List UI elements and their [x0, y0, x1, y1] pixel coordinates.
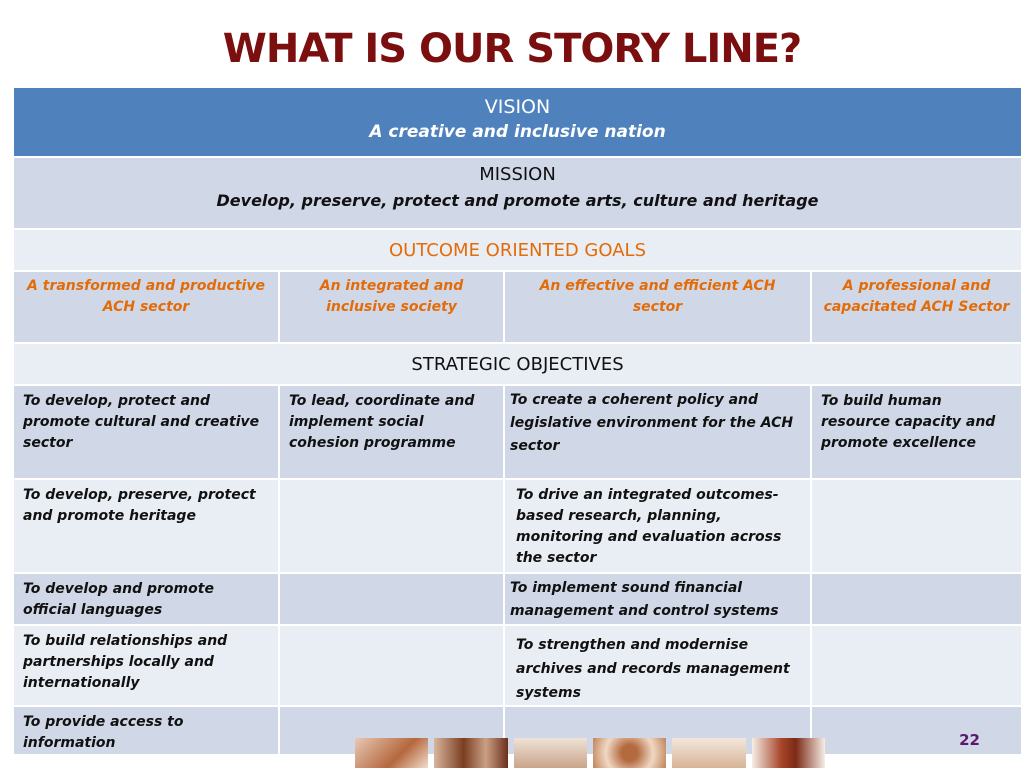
table-row: To build relationships and partnerships … [12, 624, 1024, 707]
objective-text: To develop, preserve, protect and promot… [23, 487, 256, 524]
objective-text: To strengthen and modernise archives and… [516, 637, 790, 701]
mission-heading: MISSION [479, 164, 556, 185]
photo-hands-icon [355, 738, 429, 768]
objective-text: To develop, protect and promote cultural… [23, 393, 260, 451]
goal-text: An effective and efficient ACH sector [539, 278, 776, 315]
objective-text [812, 574, 1021, 579]
objective-text [505, 707, 810, 712]
objective-cell: To develop, protect and promote cultural… [12, 384, 280, 480]
goals-heading: OUTCOME ORIENTED GOALS [11, 228, 1024, 272]
photo-fabric-icon [513, 738, 587, 768]
objective-text [812, 626, 1021, 631]
objective-cell: To develop, preserve, protect and promot… [12, 478, 280, 574]
objective-text [812, 480, 1021, 485]
goal-cell: A professional and capacitated ACH Secto… [809, 270, 1024, 344]
strategic-objectives-heading: STRATEGIC OBJECTIVES [11, 342, 1024, 386]
objective-text: To drive an integrated outcomes-based re… [516, 487, 782, 566]
page-number: 22 [959, 731, 980, 749]
table-row: To develop, protect and promote cultural… [12, 384, 1024, 480]
photo-pottery-icon [672, 738, 746, 768]
objective-text: To create a coherent policy and legislat… [510, 392, 794, 454]
objective-text: To develop and promote official language… [23, 581, 214, 618]
vision-cell: VISION A creative and inclusive nation [11, 86, 1024, 158]
goal-cell: An effective and efficient ACH sector [503, 270, 812, 344]
objective-text: To lead, coordinate and implement social… [289, 393, 475, 451]
table-row: To develop and promote official language… [12, 572, 1024, 626]
photo-beadwork-icon [592, 738, 667, 768]
objective-cell: To strengthen and modernise archives and… [503, 624, 812, 707]
objective-cell: To build relationships and partnerships … [12, 624, 280, 707]
mission-cell: MISSION Develop, preserve, protect and p… [11, 156, 1024, 230]
objective-text [812, 707, 1021, 712]
table-row: To develop, preserve, protect and promot… [12, 478, 1024, 574]
goal-cell: A transformed and productive ACH sector [12, 270, 280, 344]
objective-cell [809, 705, 1024, 756]
goal-cell: An integrated and inclusive society [278, 270, 505, 344]
footer-photo-strip [355, 738, 825, 768]
objective-cell: To implement sound financial management … [503, 572, 812, 626]
objective-cell: To develop and promote official language… [12, 572, 280, 626]
objective-cell [278, 478, 505, 574]
page-title: WHAT IS OUR STORY LINE? [222, 26, 802, 72]
goal-text: An integrated and inclusive society [319, 278, 464, 315]
goal-text: A transformed and productive ACH sector [27, 278, 265, 315]
objective-cell [809, 478, 1024, 574]
objective-cell: To create a coherent policy and legislat… [503, 384, 812, 480]
objective-text: To build relationships and partnerships … [23, 633, 228, 691]
vision-text: A creative and inclusive nation [369, 122, 666, 142]
objective-text [280, 707, 503, 712]
objective-cell: To lead, coordinate and implement social… [278, 384, 505, 480]
objective-text [280, 480, 503, 485]
vision-heading: VISION [484, 96, 551, 118]
goal-text: A professional and capacitated ACH Secto… [823, 278, 1010, 315]
story-line-table: VISION A creative and inclusive nation M… [11, 86, 1024, 756]
objective-cell: To build human resource capacity and pro… [809, 384, 1024, 480]
objective-text [280, 574, 503, 579]
objective-cell [278, 624, 505, 707]
objective-text: To build human resource capacity and pro… [821, 393, 996, 451]
objective-cell [809, 572, 1024, 626]
photo-performer-icon [751, 738, 825, 768]
photo-dancers-icon [434, 738, 508, 768]
objective-cell: To provide access to information [12, 705, 280, 756]
objective-cell: To drive an integrated outcomes-based re… [503, 478, 812, 574]
mission-text: Develop, preserve, protect and promote a… [216, 191, 819, 210]
objective-cell [278, 572, 505, 626]
objective-text: To implement sound financial management … [510, 580, 779, 619]
objective-cell [809, 624, 1024, 707]
objective-text [280, 626, 503, 631]
objective-text: To provide access to information [23, 714, 184, 751]
